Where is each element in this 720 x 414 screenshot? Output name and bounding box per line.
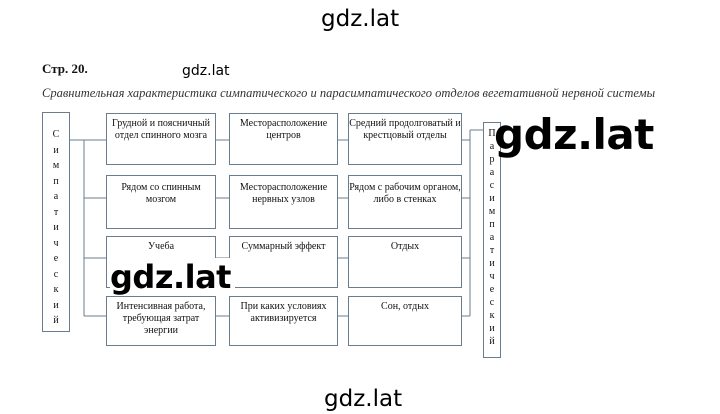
vertical-letter: м <box>52 160 60 171</box>
watermark-big-left: gdz.lat <box>110 258 235 296</box>
vertical-letter: м <box>488 206 496 217</box>
vertical-letter: ч <box>53 237 59 249</box>
symp-cell-row4: Интенсивная работа, требующая затрат эне… <box>106 296 216 346</box>
symp-cell-row1: Грудной и поясничный отдел спинного мозг… <box>106 113 216 165</box>
vertical-letter: и <box>53 144 59 156</box>
parasymp-cell-row1: Средний продолговатый и крестцовый отдел… <box>348 113 462 165</box>
parasymp-text: Отдых <box>390 241 420 252</box>
vertical-letter: и <box>489 258 495 269</box>
vertical-letter: с <box>489 297 495 308</box>
parasymp-cell-row4: Сон, отдых <box>348 296 462 346</box>
vertical-letter: е <box>53 253 59 264</box>
vertical-letter: к <box>489 310 495 321</box>
vertical-letter: с <box>53 268 59 280</box>
criterion-text: При каких условиях активизируется <box>240 301 327 324</box>
table-title: Сравнительная характеристика симпатическ… <box>42 86 656 100</box>
criterion-text: Месторасположение центров <box>239 118 328 141</box>
vertical-letter: ч <box>489 271 495 282</box>
parasymp-text: Средний продолговатый и крестцовый отдел… <box>349 118 461 141</box>
vertical-letter: т <box>53 206 59 218</box>
vertical-letter: й <box>53 315 59 326</box>
vertical-letter: п <box>489 219 495 230</box>
watermark-small: gdz.lat <box>182 63 230 79</box>
vertical-letter: а <box>489 167 495 178</box>
parasymp-cell-row3: Отдых <box>348 236 462 288</box>
vertical-letter: е <box>489 284 495 295</box>
page-number: Стр. 20. <box>42 61 88 76</box>
criterion-cell-row1: Месторасположение центров <box>229 113 338 165</box>
vertical-letter: и <box>53 299 59 311</box>
watermark-top: gdz.lat <box>321 6 400 32</box>
vertical-letter: п <box>53 175 59 187</box>
symp-text: Рядом со спинным мозгом <box>121 182 201 205</box>
criterion-cell-row2: Месторасположение нервных узлов <box>229 175 338 229</box>
vertical-letter: а <box>489 232 495 243</box>
symp-text: Грудной и поясничный отдел спинного мозг… <box>112 118 210 141</box>
vertical-letter: т <box>489 245 495 256</box>
criterion-cell-row3: Суммарный эффект <box>229 236 338 288</box>
vertical-letter: С <box>52 129 60 140</box>
vertical-letter: р <box>489 154 495 165</box>
parasymp-cell-row2: Рядом с рабочим органом, либо в стенках <box>348 175 462 229</box>
vertical-letter: и <box>53 222 59 233</box>
vertical-letter: а <box>489 141 495 152</box>
vertical-letter: и <box>489 323 495 334</box>
symp-cell-row2: Рядом со спинным мозгом <box>106 175 216 229</box>
vertical-letter: и <box>489 193 495 204</box>
parasymp-text: Рядом с рабочим органом, либо в стенках <box>349 182 461 205</box>
criterion-text: Суммарный эффект <box>241 241 326 252</box>
symp-text: Учеба <box>147 241 175 252</box>
vertical-letter: й <box>489 336 495 347</box>
vertical-letter: П <box>488 128 496 139</box>
vertical-letter: к <box>53 284 59 295</box>
vertical-letter: с <box>489 180 495 191</box>
symp-text: Интенсивная работа, требующая затрат эне… <box>116 301 206 336</box>
criterion-text: Месторасположение нервных узлов <box>239 182 328 205</box>
parasymp-text: Сон, отдых <box>381 301 429 312</box>
criterion-cell-row4: При каких условиях активизируется <box>229 296 338 346</box>
watermark-bottom: gdz.lat <box>324 386 403 412</box>
watermark-big-right: gdz.lat <box>494 110 654 159</box>
vertical-letter: а <box>53 191 59 202</box>
